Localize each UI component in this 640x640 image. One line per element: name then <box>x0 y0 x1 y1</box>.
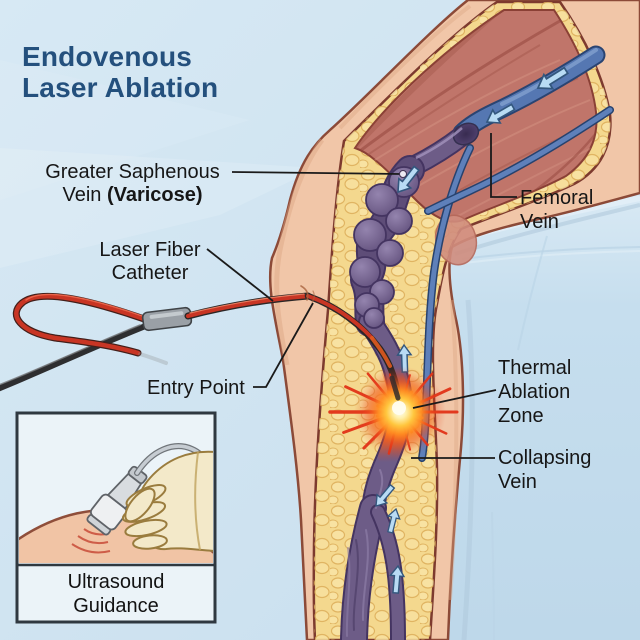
laser-catheter <box>0 285 403 406</box>
label-laser-fiber-catheter: Laser Fiber Catheter <box>99 239 201 284</box>
thumb <box>124 487 156 523</box>
leader-laser-fiber <box>206 248 274 302</box>
leader-nub <box>399 170 407 178</box>
entry-dimple <box>300 285 309 301</box>
leader-femoral <box>490 133 517 198</box>
leader-saphenous <box>231 171 401 175</box>
ultrasound-inset <box>15 411 217 624</box>
label-ultrasound-guidance: Ultrasound Guidance <box>67 571 165 617</box>
cushion-fold <box>491 511 495 640</box>
skin-shading <box>338 4 472 130</box>
glove-cuff <box>194 451 201 551</box>
skin-shading <box>274 138 325 366</box>
cushion-fold <box>517 235 548 351</box>
catheter-black-cable <box>0 322 151 392</box>
page-title: Endovenous Laser Ablation <box>22 41 218 103</box>
ultrasound-probe <box>86 465 148 536</box>
label-entry-point: Entry Point <box>147 377 245 399</box>
laser-core <box>392 401 406 415</box>
leader-entry-point <box>253 302 314 388</box>
label-femoral-vein: Femoral Vein <box>520 187 594 233</box>
title-line2: Laser Ablation <box>22 71 219 103</box>
label-saphenous-vein: Greater Saphenous Vein (Varicose) <box>45 161 220 206</box>
varicose-vein <box>340 122 480 640</box>
varicose-bulges <box>349 166 420 329</box>
title-line1: Endovenous <box>22 40 193 72</box>
leader-lines <box>206 133 517 459</box>
cushion-fold <box>461 246 640 260</box>
fiber-tip <box>389 375 401 401</box>
cushion-surface <box>420 195 640 640</box>
skin-shading <box>448 299 459 601</box>
cushion-fold <box>463 250 640 264</box>
leader-thermal <box>412 389 497 409</box>
gloved-hand <box>121 450 213 552</box>
label-collapsing-vein: Collapsing Vein <box>498 447 592 493</box>
light-wedge <box>0 148 318 268</box>
light-wedge <box>0 60 250 200</box>
label-thermal-ablation-zone: Thermal Ablation Zone <box>498 357 572 427</box>
leg-shadow <box>461 299 475 640</box>
